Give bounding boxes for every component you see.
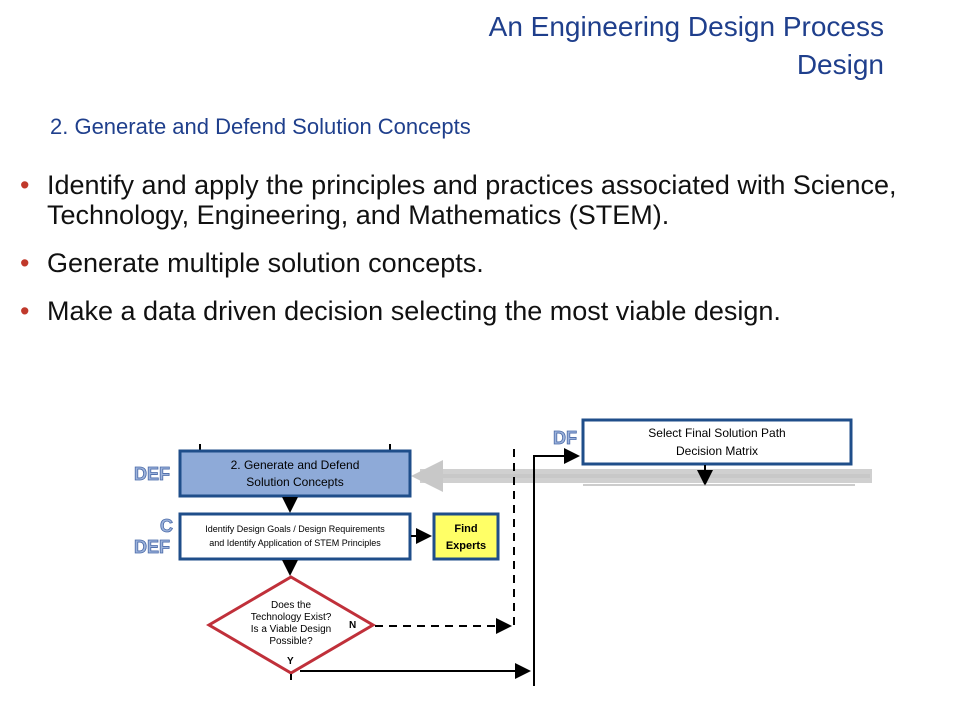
generate-box-label: Solution Concepts	[246, 475, 343, 489]
find-experts-label: Find	[454, 523, 477, 535]
yes-branch-label: Y	[287, 656, 294, 667]
identify-box-label: Identify Design Goals / Design Requireme…	[205, 524, 385, 534]
title-line-2: Design	[796, 49, 884, 80]
bullet-dot-icon: •	[20, 296, 30, 326]
bullet-dot-icon: •	[20, 170, 30, 200]
bullet-item: • Identify and apply the principles and p…	[20, 170, 925, 230]
bullet-list: • Identify and apply the principles and p…	[20, 170, 925, 344]
def-tag: DEF	[134, 537, 170, 557]
df-tag: DF	[553, 428, 577, 448]
decision-label: Does the	[271, 600, 311, 611]
bullet-text: Identify and apply the principles and pr…	[47, 170, 897, 230]
generate-box	[178, 449, 412, 498]
generate-box-label: 2. Generate and Defend	[231, 458, 360, 472]
def-tag: DEF	[134, 464, 170, 484]
select-solution-label: Decision Matrix	[676, 444, 758, 458]
decision-label: Is a Viable Design	[251, 624, 331, 635]
title-line-1: An Engineering Design Process	[488, 11, 884, 42]
decision-diamond	[206, 575, 376, 675]
page-title: An Engineering Design Process Design	[489, 8, 884, 84]
select-solution-label: Select Final Solution Path	[648, 426, 785, 440]
yes-path-to-select	[533, 448, 580, 686]
select-solution-box	[581, 418, 853, 466]
no-branch-label: N	[349, 620, 356, 631]
decision-label: Possible?	[269, 636, 313, 647]
identify-box	[178, 512, 412, 561]
bullet-item: • Generate multiple solution concepts.	[20, 248, 925, 278]
bullet-item: • Make a data driven decision selecting t…	[20, 296, 925, 326]
bullet-text: Make a data driven decision selecting th…	[47, 296, 781, 326]
c-tag: C	[160, 516, 173, 536]
find-experts-box	[432, 512, 500, 561]
find-experts-label: Experts	[446, 540, 486, 552]
bullet-text: Generate multiple solution concepts.	[47, 248, 484, 278]
decision-label: Technology Exist?	[251, 612, 332, 623]
identify-box-label: and Identify Application of STEM Princip…	[209, 538, 381, 548]
bullet-dot-icon: •	[20, 248, 30, 278]
page-subtitle: 2. Generate and Defend Solution Concepts	[50, 114, 471, 139]
